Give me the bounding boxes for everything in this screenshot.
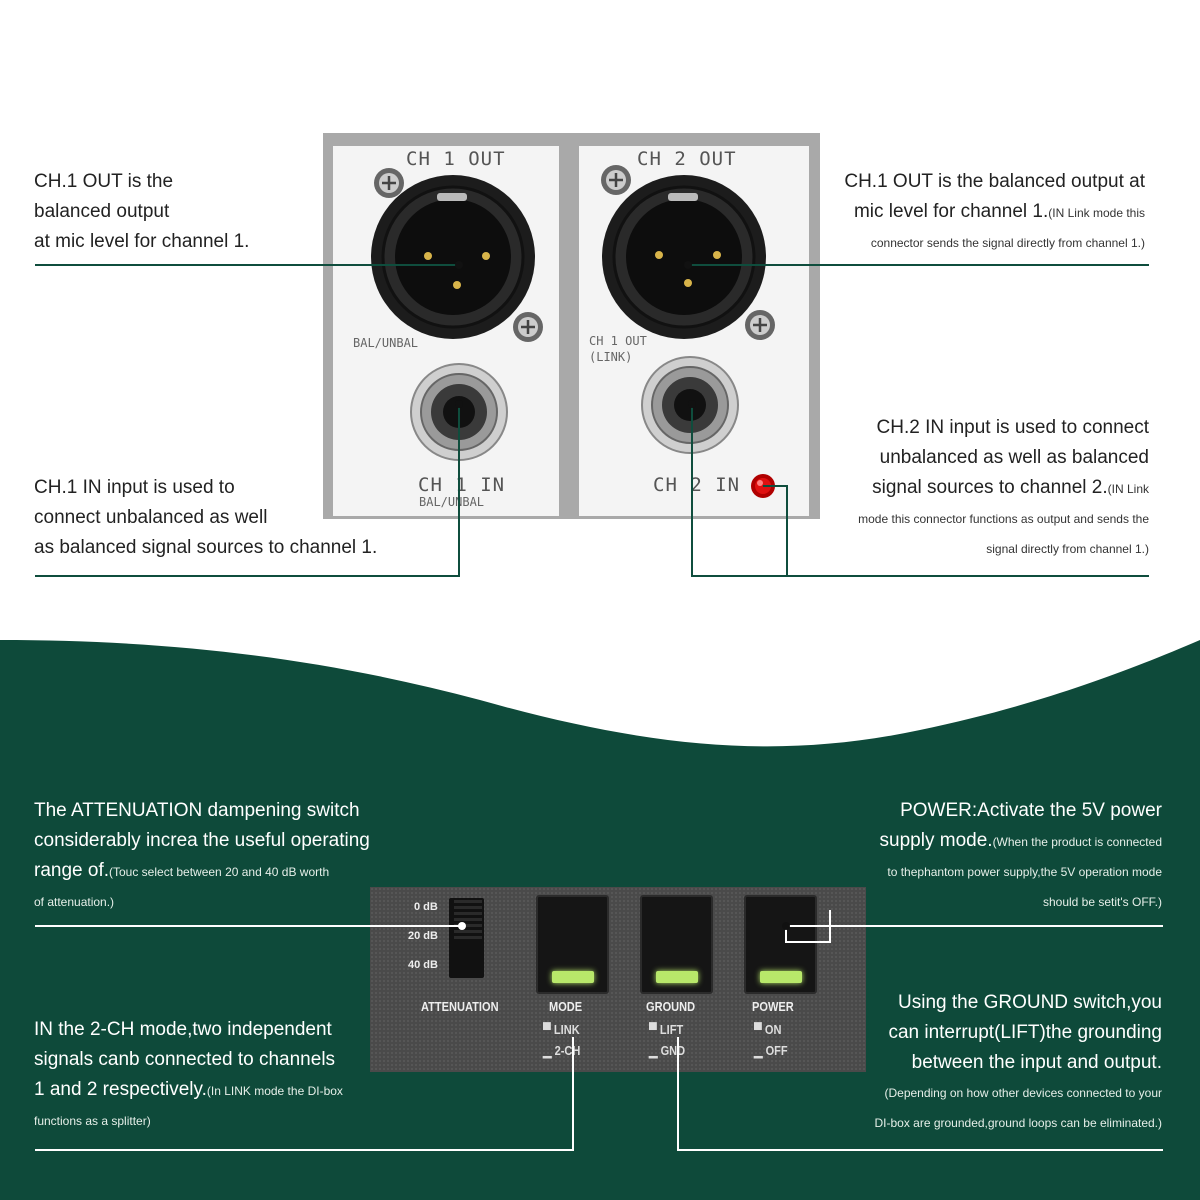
ch2-in-label: CH 2 IN — [653, 474, 741, 496]
ch1-in-description: CH.1 IN input is used to connect unbalan… — [34, 477, 378, 558]
ch1-xlr-connector — [371, 175, 535, 339]
ground-switch-led — [656, 971, 698, 983]
power-switch-led — [760, 971, 802, 983]
mode-opt-link: ▀ LINK — [543, 1022, 580, 1037]
ch2-in-description: CH.2 IN input is used to connect unbalan… — [858, 417, 1149, 556]
att-level-20: 20 dB — [408, 930, 438, 942]
power-label: POWER — [752, 999, 794, 1014]
connectors-graphic — [35, 165, 1149, 577]
mode-switch[interactable] — [536, 895, 609, 994]
red-led-indicator — [751, 474, 775, 498]
power-description: POWER:Activate the 5V power supply mode.… — [879, 800, 1162, 909]
ch2-screw-top — [601, 165, 631, 195]
power-opt-on: ▀ ON — [754, 1022, 782, 1037]
attenuation-slider-knob[interactable] — [454, 900, 482, 940]
ground-opt-lift: ▀ LIFT — [649, 1022, 684, 1037]
mode-label: MODE — [549, 999, 583, 1014]
ch1-out-label: CH 1 OUT — [406, 148, 506, 170]
mode-description: IN the 2-CH mode,two independent signals… — [34, 1019, 343, 1128]
attenuation-description: The ATTENUATION dampening switch conside… — [34, 800, 370, 909]
att-level-0: 0 dB — [414, 901, 438, 913]
ch1-in-label: CH 1 IN — [418, 474, 506, 496]
ch1-out-link-label: CH 1 OUT — [589, 334, 647, 348]
att-level-40: 40 dB — [408, 959, 438, 971]
attenuation-label: ATTENUATION — [421, 999, 499, 1014]
power-opt-off: ▁ OFF — [754, 1043, 788, 1058]
ch2-out-description: CH.1 OUT is the balanced output at mic l… — [844, 171, 1145, 250]
ch1-screw-bottom — [513, 312, 543, 342]
top-callout-lines — [35, 261, 1149, 577]
ground-description: Using the GROUND switch,you can interrup… — [874, 992, 1162, 1130]
mode-switch-led — [552, 971, 594, 983]
ch1-out-description: CH.1 OUT is the balanced output at mic l… — [34, 171, 250, 252]
ground-label: GROUND — [646, 999, 696, 1014]
power-switch[interactable] — [744, 895, 817, 994]
ch2-screw-bottom — [745, 310, 775, 340]
ch2-out-label: CH 2 OUT — [637, 148, 737, 170]
ch1-in-sub-label: BAL/UNBAL — [419, 495, 485, 509]
ch1-screw-top — [374, 168, 404, 198]
ch1-out-link-sub: (LINK) — [589, 350, 633, 364]
ch2-xlr-connector — [602, 175, 766, 339]
ground-switch[interactable] — [640, 895, 713, 994]
bal-unbal-label: BAL/UNBAL — [353, 336, 419, 350]
